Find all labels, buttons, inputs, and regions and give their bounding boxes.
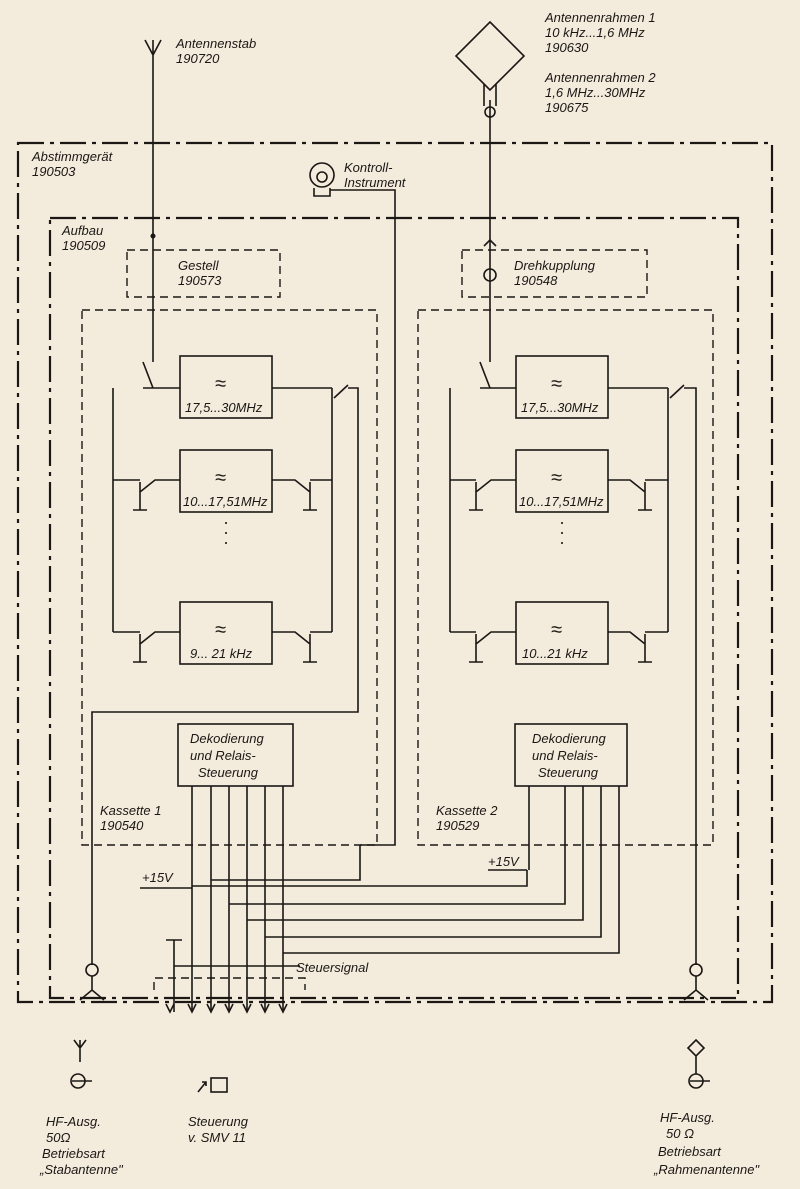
drehkupplung-box — [461, 249, 648, 298]
decoder-2: Dekodierung und Relais- Steuerung — [514, 723, 628, 787]
filter-box: ≈ 10...17,51MHz — [515, 449, 609, 513]
decoder-label-3: Steuerung — [198, 765, 259, 780]
output-connector-left — [79, 963, 105, 1001]
aufbau-box — [48, 216, 740, 1000]
kassette-1: ≈ 17,5...30MHz ≈ 10...17,51MHz ≈ 9... 21… — [81, 309, 378, 965]
loop2-id: 190675 — [545, 100, 589, 115]
decoder-label-2: und Relais- — [190, 748, 256, 763]
kassette2-id: 190529 — [436, 818, 479, 833]
loop2-range: 1,6 MHz...30MHz — [545, 85, 646, 100]
filter-symbol: ≈ — [215, 619, 226, 641]
filter-symbol: ≈ — [215, 467, 226, 489]
box-icon — [210, 1077, 228, 1093]
decoder-1: Dekodierung und Relais- Steuerung — [177, 723, 294, 787]
rod-antenna-label: Antennenstab — [175, 36, 256, 51]
decoder-label-1: Dekodierung — [532, 731, 606, 746]
output-left-1: HF-Ausg. — [46, 1114, 101, 1129]
kassette1-id: 190540 — [100, 818, 144, 833]
filter-box: ≈ 17,5...30MHz — [179, 355, 273, 419]
output-control-1: Steuerung — [188, 1114, 249, 1129]
rod-antenna: Antennenstab 190720 — [144, 36, 256, 362]
decoder-label-3: Steuerung — [538, 765, 599, 780]
decoder-label-1: Dekodierung — [190, 731, 264, 746]
output-control-2: v. SMV 11 — [188, 1130, 246, 1145]
output-right-2: 50 Ω — [666, 1126, 694, 1141]
aufbau-label: Aufbau — [61, 223, 103, 238]
filter-symbol: ≈ — [551, 373, 562, 395]
filter-box: ≈ 9... 21 kHz — [179, 601, 273, 665]
instrument-label-2: Instrument — [344, 175, 407, 190]
gestell-label: Gestell — [178, 258, 220, 273]
filter-symbol: ≈ — [215, 373, 226, 395]
gestell-box — [126, 249, 281, 298]
loop2-label: Antennenrahmen 2 — [544, 70, 656, 85]
gestell-id: 190573 — [178, 273, 222, 288]
legend-right: HF-Ausg. 50 Ω Betriebsart „Rahmenantenne… — [653, 1038, 760, 1177]
output-right-3: Betriebsart — [658, 1144, 722, 1159]
loop1-range: 10 kHz...1,6 MHz — [545, 25, 645, 40]
filter-box: ≈ 17,5...30MHz — [515, 355, 609, 419]
legend-left: HF-Ausg. 50Ω Betriebsart „Stabantenne" — [39, 1039, 124, 1177]
output-left-2: 50Ω — [46, 1130, 70, 1145]
drehkupplung-label: Drehkupplung — [514, 258, 596, 273]
filter-symbol: ≈ — [551, 619, 562, 641]
instrument-label-1: Kontroll- — [344, 160, 393, 175]
drehkupplung-id: 190548 — [514, 273, 558, 288]
abstimmgeraet-label: Abstimmgerät — [31, 149, 114, 164]
output-right-1: HF-Ausg. — [660, 1110, 715, 1125]
supply-label-1: +15V — [142, 870, 174, 885]
rod-antenna-icon — [73, 1039, 87, 1062]
output-left-3: Betriebsart — [42, 1146, 106, 1161]
filter-label: 17,5...30MHz — [185, 400, 263, 415]
filter-box: ≈ 10...17,51MHz — [179, 449, 273, 513]
filter-box: ≈ 10...21 kHz — [515, 601, 609, 665]
arrow-icon — [197, 1081, 207, 1093]
legend-control: Steuerung v. SMV 11 — [188, 1077, 249, 1145]
filter-label: 10...21 kHz — [522, 646, 588, 661]
output-right-4: „Rahmenantenne" — [653, 1162, 760, 1177]
loop1-label: Antennenrahmen 1 — [544, 10, 656, 25]
kassette2-label: Kassette 2 — [436, 803, 498, 818]
filter-symbol: ≈ — [551, 467, 562, 489]
control-bus: +15V +15V Steuersignal — [140, 786, 620, 1014]
output-connector-right — [683, 963, 709, 1001]
decoder-label-2: und Relais- — [532, 748, 598, 763]
abstimmgeraet-box — [16, 141, 774, 1004]
output-left-4: „Stabantenne" — [39, 1162, 124, 1177]
filter-label: 17,5...30MHz — [521, 400, 599, 415]
aufbau-id: 190509 — [62, 238, 105, 253]
control-instrument: Kontroll- Instrument — [309, 160, 407, 846]
rod-antenna-id: 190720 — [176, 51, 220, 66]
filter-label: 10...17,51MHz — [183, 494, 268, 509]
loop1-id: 190630 — [545, 40, 589, 55]
kassette1-label: Kassette 1 — [100, 803, 161, 818]
supply-label-2: +15V — [488, 854, 520, 869]
steuersignal-label: Steuersignal — [296, 960, 369, 975]
filter-label: 10...17,51MHz — [519, 494, 604, 509]
loop-antenna: Antennenrahmen 1 10 kHz...1,6 MHz 190630… — [454, 10, 656, 362]
abstimmgeraet-id: 190503 — [32, 164, 76, 179]
filter-label: 9... 21 kHz — [190, 646, 253, 661]
loop-antenna-icon — [686, 1038, 706, 1074]
